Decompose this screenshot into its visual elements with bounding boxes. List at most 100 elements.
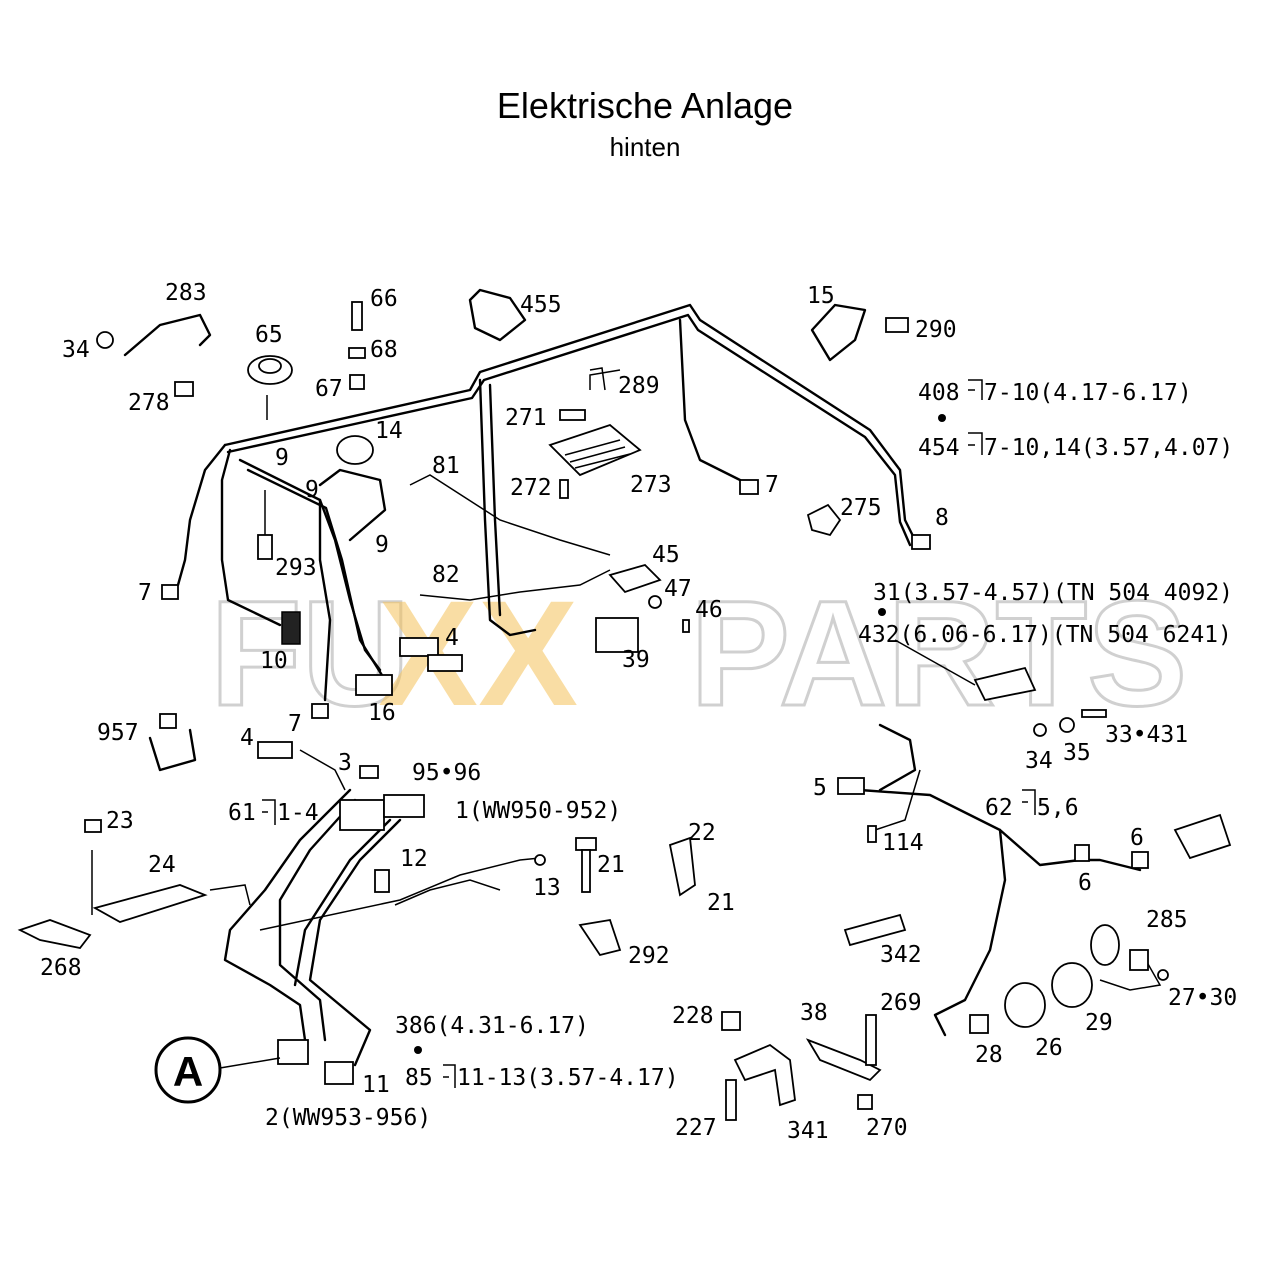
label-292: 292 <box>628 943 670 969</box>
label-227: 227 <box>675 1115 717 1141</box>
label-68: 68 <box>370 337 398 363</box>
label-95-96: 95•96 <box>412 760 481 786</box>
socket-icon <box>336 435 374 465</box>
label-283: 283 <box>165 280 207 306</box>
dot-icon <box>414 1046 422 1054</box>
connector-strip-icon <box>843 913 907 947</box>
label-34-right: 34 <box>1025 748 1053 774</box>
screw-icon <box>351 301 363 331</box>
label-455: 455 <box>520 292 562 318</box>
label-12: 12 <box>400 846 428 872</box>
dot-icon <box>878 608 886 616</box>
label-34: 34 <box>62 337 90 363</box>
label-85-range: 11-13(3.57-4.17) <box>457 1065 679 1091</box>
label-29: 29 <box>1085 1010 1113 1036</box>
callout-letter: A <box>173 1048 203 1095</box>
dot-icon <box>938 414 946 422</box>
label-408: 408 <box>918 380 960 406</box>
label-26: 26 <box>1035 1035 1063 1061</box>
callout-a: A <box>154 1036 281 1104</box>
label-67: 67 <box>315 376 343 402</box>
label-268: 268 <box>40 955 82 981</box>
bracket-icon <box>668 836 696 897</box>
label-61-range: 1-4 <box>277 800 319 826</box>
sensor-icon <box>257 534 273 560</box>
bracket-icon <box>805 1038 882 1082</box>
label-432: 432(6.06-6.17)(TN 504 6241) <box>858 622 1232 648</box>
socket-icon <box>837 777 865 795</box>
connector-icon <box>374 869 390 893</box>
label-38: 38 <box>800 1000 828 1026</box>
socket-icon <box>1131 851 1149 869</box>
eyelet-icon <box>534 854 546 866</box>
right-harness <box>858 723 1162 1037</box>
plug-icon <box>311 703 329 719</box>
label-33-431: 33•431 <box>1105 722 1188 748</box>
plug-icon <box>427 654 463 672</box>
label-13: 13 <box>533 875 561 901</box>
label-15: 15 <box>807 283 835 309</box>
label-278: 278 <box>128 390 170 416</box>
label-22: 22 <box>688 820 716 846</box>
label-85: 85 <box>405 1065 433 1091</box>
nut-icon <box>348 347 366 359</box>
plug-icon <box>277 1039 309 1065</box>
label-66: 66 <box>370 286 398 312</box>
label-21-upper: 21 <box>597 852 625 878</box>
grommet-icon <box>96 331 114 349</box>
band-clamp-icon <box>810 303 867 362</box>
relay-box-icon <box>548 423 642 477</box>
connector-icon <box>281 611 301 645</box>
lower-harness <box>91 749 541 1067</box>
label-270: 270 <box>866 1115 908 1141</box>
screw-icon <box>725 1079 737 1121</box>
label-7-mid: 7 <box>288 711 302 737</box>
plug-icon <box>359 765 379 779</box>
label-47: 47 <box>664 576 692 602</box>
label-4-upper: 4 <box>445 625 459 651</box>
label-8: 8 <box>935 505 949 531</box>
label-6-lower: 6 <box>1078 870 1092 896</box>
group-brackets <box>262 379 1036 1088</box>
socket-icon <box>1004 982 1046 1028</box>
label-62: 62 <box>985 795 1013 821</box>
connector-icon <box>355 674 393 696</box>
label-2: 2(WW953-956) <box>265 1105 431 1131</box>
clamp-icon <box>578 918 622 957</box>
washer-icon <box>1059 717 1075 733</box>
part-labels: 283 34 278 65 66 68 67 455 14 9 9 9 81 2… <box>40 280 1237 1144</box>
plug-icon <box>324 1061 354 1085</box>
screw-icon <box>575 837 597 851</box>
label-273: 273 <box>630 472 672 498</box>
watermark: FU XX PARTS <box>209 568 1189 739</box>
label-272: 272 <box>510 475 552 501</box>
label-81: 81 <box>432 453 460 479</box>
connector-icon <box>383 794 425 818</box>
label-61: 61 <box>228 800 256 826</box>
cable-tie-icon <box>468 288 527 342</box>
connector-icon <box>867 825 877 843</box>
label-3: 3 <box>338 750 352 776</box>
label-9-mid: 9 <box>305 477 319 503</box>
label-293: 293 <box>275 555 317 581</box>
label-271: 271 <box>505 405 547 431</box>
label-24: 24 <box>148 852 176 878</box>
plug-icon <box>399 637 439 657</box>
plug-icon <box>739 479 759 495</box>
connector-icon <box>339 799 385 831</box>
label-957: 957 <box>97 720 139 746</box>
label-27-30: 27•30 <box>1168 985 1237 1011</box>
nut-icon <box>857 1094 873 1110</box>
label-454-range: 7-10,14(3.57,4.07) <box>984 435 1233 461</box>
label-290: 290 <box>915 317 957 343</box>
label-9-top: 9 <box>275 445 289 471</box>
label-46: 46 <box>695 597 723 623</box>
cable-tie-icon <box>148 728 197 772</box>
label-28: 28 <box>975 1042 1003 1068</box>
nut-icon <box>1157 969 1169 981</box>
label-10: 10 <box>260 648 288 674</box>
bulb-icon <box>969 1014 989 1034</box>
label-408-range: 7-10(4.17-6.17) <box>984 380 1192 406</box>
label-31: 31(3.57-4.57)(TN 504 4092) <box>873 580 1233 606</box>
